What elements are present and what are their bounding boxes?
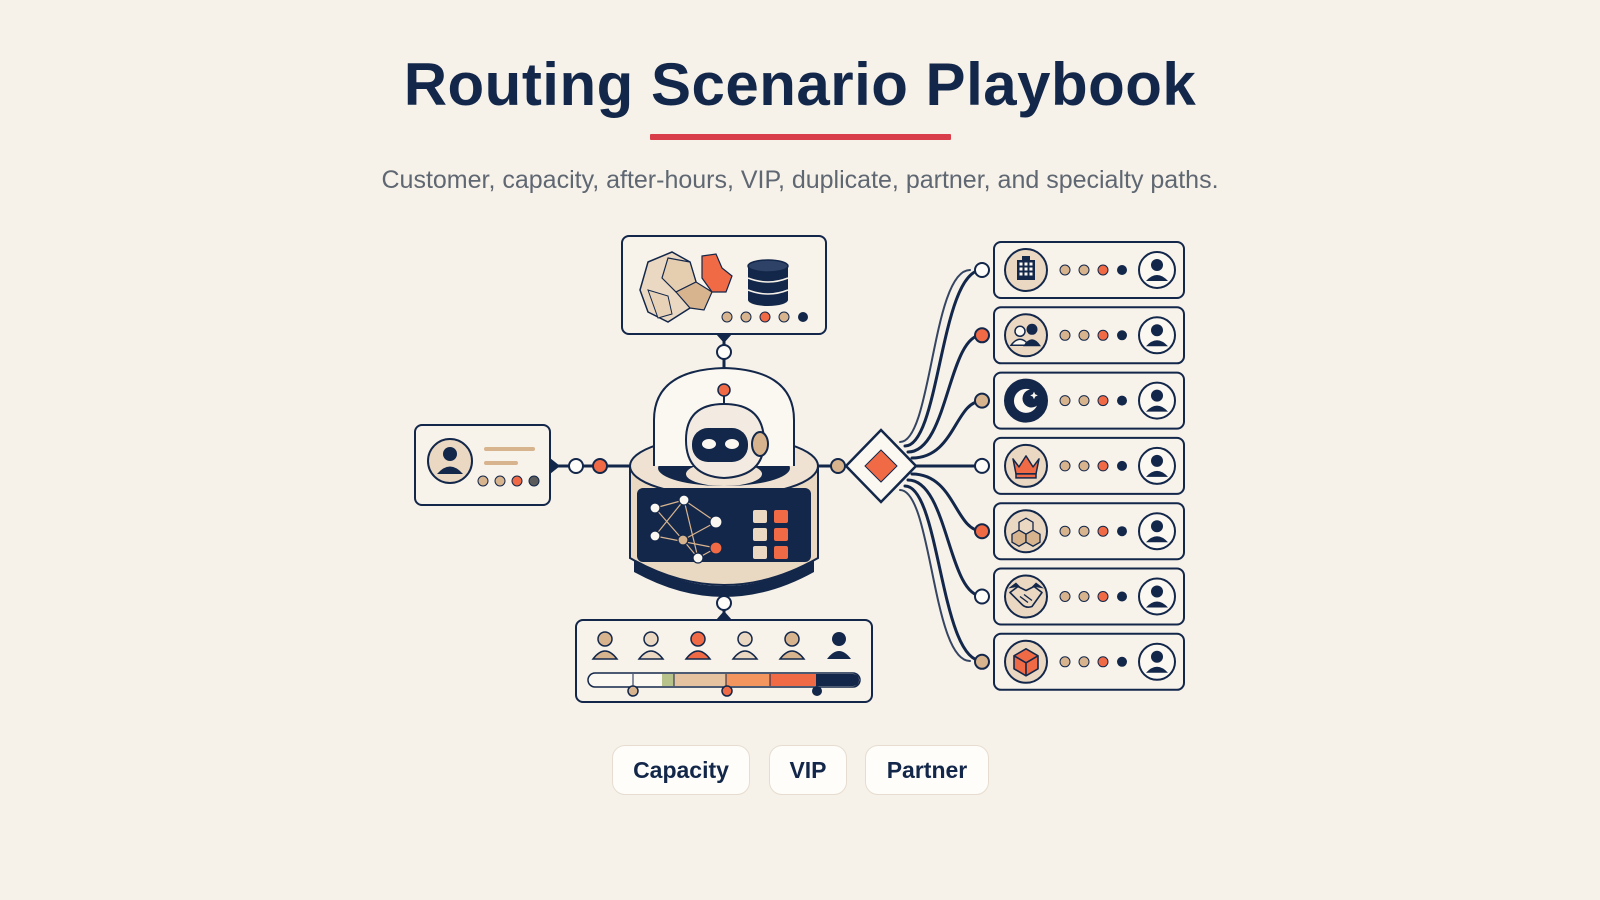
building-icon [1004, 248, 1048, 292]
connector-node [716, 344, 732, 360]
customer-status-dots [477, 475, 540, 487]
tag-vip[interactable]: VIP [769, 745, 847, 795]
person-icon [427, 438, 473, 484]
agent-icon [827, 632, 851, 659]
route-status-dots [1059, 329, 1127, 341]
keypad-icon [753, 510, 788, 559]
handshake-icon [1004, 574, 1048, 619]
connector-node [974, 457, 990, 474]
customer-card[interactable] [414, 424, 560, 506]
agent-icon [591, 631, 619, 660]
route-curves [903, 268, 984, 663]
agent-icon [1138, 316, 1176, 355]
connector-node [974, 262, 990, 278]
capacity-bar [587, 672, 861, 697]
route-status-dots [1059, 264, 1127, 276]
routing-engine[interactable] [629, 366, 819, 597]
agent-icons [591, 631, 851, 660]
crown-icon [1004, 443, 1048, 488]
route-curve-shadows [899, 269, 971, 662]
connector-node [592, 458, 608, 474]
agent-icon [1138, 381, 1176, 420]
route-cards [974, 241, 1185, 691]
connector-node [974, 588, 990, 605]
region-map-icon [639, 251, 733, 323]
database-icon [747, 259, 789, 306]
route-card[interactable] [974, 632, 1185, 691]
connector-node [974, 523, 990, 540]
route-card[interactable] [974, 436, 1185, 495]
agent-icon [1138, 577, 1176, 616]
route-card[interactable] [974, 306, 1185, 365]
agent-icon [778, 631, 806, 660]
route-status-dots [1059, 656, 1127, 668]
route-status-dots [1059, 591, 1127, 602]
route-card[interactable] [974, 567, 1185, 626]
connector-node [974, 653, 990, 670]
region-status-dots [721, 311, 808, 323]
network-graph-icon [649, 494, 723, 564]
agent-icon [1138, 251, 1176, 289]
capacity-card[interactable] [575, 611, 873, 703]
agent-icon [731, 631, 759, 660]
connector-node [716, 595, 732, 611]
agent-icon [1138, 446, 1176, 485]
route-card[interactable] [974, 241, 1185, 299]
title-underline [650, 134, 951, 140]
connector-node [568, 458, 584, 474]
route-status-dots [1059, 395, 1127, 407]
agent-icon [1138, 512, 1176, 551]
connector-node [830, 458, 846, 474]
moon-icon [1004, 378, 1048, 423]
tag-capacity[interactable]: Capacity [612, 745, 750, 795]
connector-node [974, 327, 990, 344]
agent-icon [1138, 642, 1176, 681]
robot-icon [684, 383, 769, 486]
route-card[interactable] [974, 371, 1185, 430]
router-decision[interactable] [844, 428, 918, 504]
route-status-dots [1059, 460, 1127, 472]
route-status-dots [1059, 525, 1127, 537]
team-icon [1004, 313, 1048, 358]
page-title: Routing Scenario Playbook [403, 51, 1197, 118]
tag-partner[interactable]: Partner [865, 745, 989, 795]
agent-icon [637, 631, 665, 660]
region-card[interactable] [621, 235, 827, 343]
boxes-icon [1004, 509, 1048, 554]
diamond-decision-icon [864, 449, 898, 483]
route-card[interactable] [974, 502, 1185, 561]
page-subtitle: Customer, capacity, after-hours, VIP, du… [381, 166, 1219, 194]
cube-icon [1004, 639, 1048, 684]
connector-node [974, 392, 990, 409]
agent-icon [684, 631, 712, 660]
